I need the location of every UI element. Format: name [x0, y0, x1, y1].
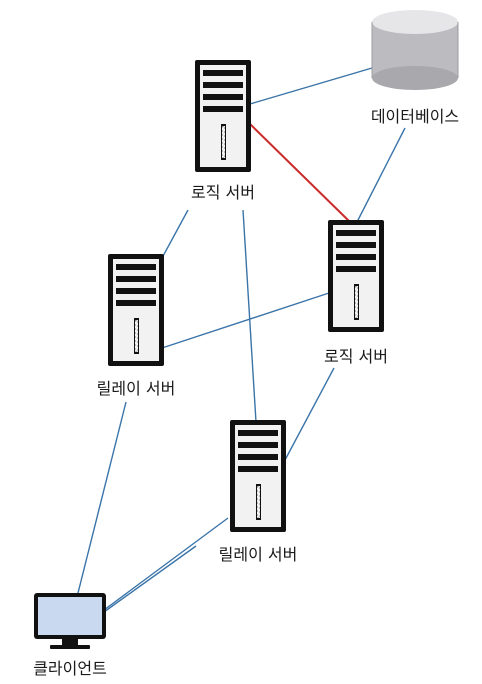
server-icon	[195, 60, 251, 172]
client-node[interactable]: 클라이언트	[33, 593, 107, 678]
logic-server-node-1[interactable]: 로직 서버	[191, 60, 255, 202]
server-icon	[328, 220, 384, 332]
logic-server-label-1: 로직 서버	[191, 183, 255, 202]
database-icon	[371, 10, 459, 90]
link-database-logic2	[356, 127, 406, 223]
server-icon	[108, 254, 164, 366]
database-label: 데이터베이스	[371, 107, 459, 126]
link-logic2-relay2	[284, 367, 335, 461]
link-logic1-logic2	[249, 123, 351, 223]
connections	[77, 67, 406, 613]
logic-server-label-2: 로직 서버	[324, 347, 388, 366]
client-label: 클라이언트	[33, 659, 107, 678]
link-relay2-client-lower	[103, 545, 197, 613]
monitor-icon	[34, 593, 106, 649]
link-relay1-logic2	[161, 292, 330, 349]
link-logic1-relay1	[161, 209, 189, 259]
logic-server-node-2[interactable]: 로직 서버	[324, 220, 388, 366]
link-relay1-client	[77, 401, 127, 594]
relay-server-node-1[interactable]: 릴레이 서버	[97, 254, 176, 398]
relay-server-label-1: 릴레이 서버	[97, 379, 176, 398]
database-node[interactable]: 데이터베이스	[371, 10, 459, 126]
link-relay2-client	[103, 517, 229, 611]
link-logic1-database	[249, 67, 373, 105]
link-logic1-relay2	[242, 209, 257, 423]
relay-server-node-2[interactable]: 릴레이 서버	[219, 420, 298, 564]
relay-server-label-2: 릴레이 서버	[219, 545, 298, 564]
server-icon	[230, 420, 286, 532]
